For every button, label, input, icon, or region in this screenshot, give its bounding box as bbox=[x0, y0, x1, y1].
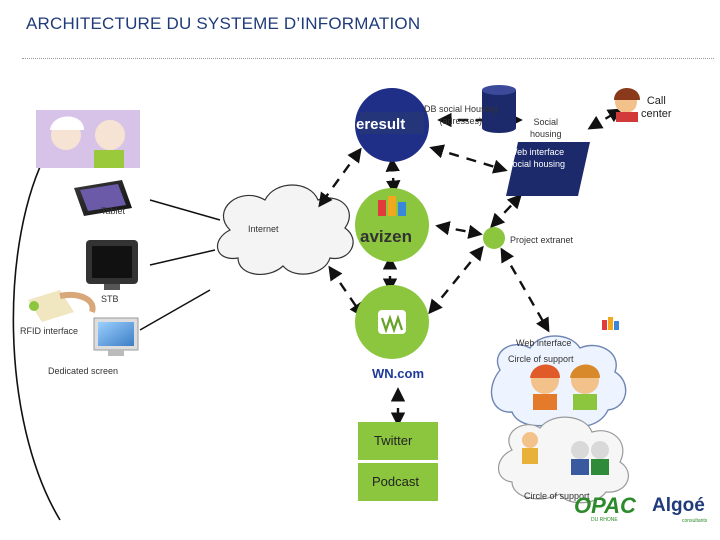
db-cylinder-icon bbox=[482, 85, 516, 133]
avizen-small-logo-icon bbox=[602, 317, 619, 330]
webinterface-to-callcenter-link bbox=[587, 108, 623, 130]
algoe-logo-sub: consultants bbox=[682, 518, 708, 524]
call-center-line1: Call bbox=[646, 95, 666, 107]
internet-to-wn-link bbox=[328, 265, 364, 318]
avizen-logo-icon bbox=[378, 196, 406, 216]
rfid-interface-label: RFID interface bbox=[20, 326, 79, 336]
rfid-card-icon bbox=[28, 290, 96, 322]
eresult-to-avizen-link bbox=[385, 157, 401, 195]
extranet-to-webinterface-link bbox=[490, 193, 522, 229]
family-people-icon bbox=[522, 432, 609, 475]
wn-com-label: WN.com bbox=[372, 366, 424, 381]
call-center-avatar-icon bbox=[614, 88, 640, 122]
web-interface-support-label: Web interface bbox=[516, 338, 572, 348]
twitter-label: Twitter bbox=[374, 433, 413, 448]
avizen-to-extranet-link bbox=[435, 221, 483, 239]
stb-label: STB bbox=[101, 294, 119, 304]
call-center-line2: center bbox=[641, 108, 672, 120]
web-interface-line1: Web interface bbox=[508, 147, 565, 157]
social-housing-label: Social housing bbox=[530, 116, 562, 140]
internet-cloud bbox=[216, 184, 354, 275]
twitter-block bbox=[358, 422, 438, 460]
podcast-block bbox=[358, 463, 438, 501]
tablet-label: Tablet bbox=[101, 206, 126, 216]
left-devices-arc bbox=[12, 149, 61, 521]
web-interface-social-housing-label: Web interface social housing bbox=[508, 146, 565, 170]
db-label-line2: (adresses) bbox=[439, 116, 483, 126]
db-label-line1: DB social Housing bbox=[424, 104, 498, 114]
dedicated-screen-icon bbox=[93, 317, 139, 356]
eresult-logo-text: eresult bbox=[356, 116, 406, 133]
stb-tv-icon bbox=[86, 240, 138, 290]
opac-logo: OPAC bbox=[574, 493, 636, 518]
db-social-housing-label: DB social Housing (adresses) bbox=[424, 103, 498, 127]
page-title: ARCHITECTURE DU SYSTEME D’INFORMATION bbox=[26, 14, 421, 33]
project-extranet-node bbox=[483, 227, 505, 249]
dedicated-screen-label: Dedicated screen bbox=[48, 366, 119, 376]
algoe-logo: Algoé bbox=[652, 495, 705, 516]
web-interface-line2: social housing bbox=[508, 159, 566, 169]
title-separator bbox=[22, 58, 714, 59]
social-housing-line2: housing bbox=[530, 129, 562, 139]
extranet-to-support-link bbox=[500, 247, 550, 333]
opac-logo-sub: DU RHONE bbox=[591, 517, 618, 523]
support-people-icon bbox=[530, 364, 600, 410]
circle-of-support-top-label: Circle of support bbox=[508, 354, 574, 364]
internet-label: Internet bbox=[248, 224, 279, 234]
extranet-to-wn-link bbox=[428, 245, 484, 315]
project-extranet-label: Project extranet bbox=[510, 235, 574, 245]
avizen-node bbox=[355, 188, 429, 262]
eresult-to-webinterface-link bbox=[429, 144, 508, 174]
seniors-photo-icon bbox=[36, 110, 140, 168]
call-center-label: Call center bbox=[641, 95, 672, 121]
tablet-icon bbox=[74, 180, 132, 216]
devices-to-cloud-connector bbox=[139, 199, 221, 331]
social-housing-line1: Social bbox=[533, 117, 559, 127]
circle-of-support-bottom-label: Circle of support bbox=[524, 491, 590, 501]
avizen-logo-text: avizen bbox=[360, 227, 412, 246]
eresult-to-internet-link bbox=[318, 147, 362, 208]
podcast-label: Podcast bbox=[372, 474, 419, 489]
web-interface-social-housing-shape bbox=[506, 142, 590, 196]
